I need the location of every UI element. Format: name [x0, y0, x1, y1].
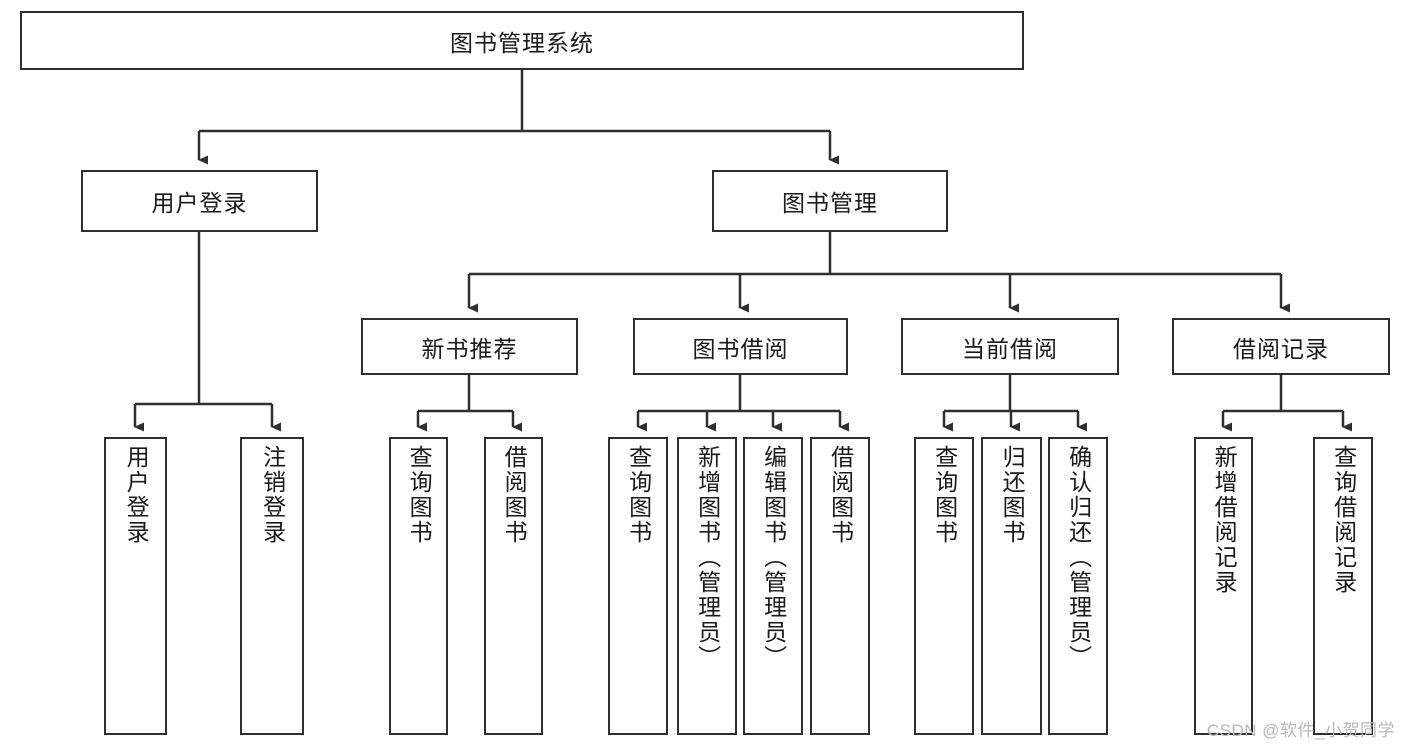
node-label-leaf-return-book: 归还图书	[999, 445, 1026, 545]
node-label-leaf-edit-book: 编辑图书（管理员）	[760, 445, 787, 670]
node-label-user-login: 用户登录	[151, 190, 248, 216]
node-label-leaf-borrow-book-2: 借阅图书	[827, 445, 854, 545]
node-leaf-user-login[interactable]: 用户登录	[104, 437, 167, 735]
node-borrow-record[interactable]: 借阅记录	[1172, 318, 1390, 375]
node-leaf-add-book[interactable]: 新增图书（管理员）	[677, 437, 737, 735]
node-label-leaf-query-book-1: 查询图书	[406, 445, 433, 545]
node-label-leaf-user-login: 用户登录	[123, 445, 150, 545]
node-root[interactable]: 图书管理系统	[20, 11, 1024, 70]
node-leaf-add-record[interactable]: 新增借阅记录	[1194, 437, 1253, 735]
node-label-leaf-add-record: 新增借阅记录	[1211, 445, 1238, 595]
node-current-borrow[interactable]: 当前借阅	[901, 318, 1119, 375]
node-label-leaf-query-book-3: 查询图书	[931, 445, 958, 545]
node-label-current-borrow: 当前借阅	[962, 335, 1058, 362]
node-leaf-edit-book[interactable]: 编辑图书（管理员）	[743, 437, 803, 735]
node-leaf-logout[interactable]: 注销登录	[240, 437, 304, 735]
node-book-management[interactable]: 图书管理	[712, 170, 948, 232]
node-leaf-borrow-book-2[interactable]: 借阅图书	[810, 437, 870, 735]
node-label-new-book-recommend: 新书推荐	[421, 335, 518, 362]
node-label-book-management: 图书管理	[782, 190, 878, 216]
node-new-book-recommend[interactable]: 新书推荐	[361, 318, 578, 375]
node-label-leaf-borrow-book-1: 借阅图书	[501, 445, 528, 545]
node-label-leaf-logout: 注销登录	[259, 445, 286, 545]
node-leaf-query-book-1[interactable]: 查询图书	[389, 437, 448, 735]
node-leaf-query-book-3[interactable]: 查询图书	[914, 437, 974, 735]
node-leaf-borrow-book-1[interactable]: 借阅图书	[484, 437, 543, 735]
node-leaf-query-book-2[interactable]: 查询图书	[608, 437, 668, 735]
node-leaf-confirm-return[interactable]: 确认归还（管理员）	[1048, 437, 1108, 735]
node-book-borrow[interactable]: 图书借阅	[633, 318, 848, 375]
node-label-book-borrow: 图书借阅	[692, 335, 789, 362]
node-label-leaf-confirm-return: 确认归还（管理员）	[1065, 445, 1092, 670]
node-label-leaf-query-book-2: 查询图书	[625, 445, 652, 545]
node-user-login[interactable]: 用户登录	[81, 170, 318, 232]
node-label-borrow-record: 借阅记录	[1233, 335, 1329, 362]
watermark-text: CSDN @软件_小贺同学	[1206, 721, 1395, 740]
node-label-root: 图书管理系统	[450, 29, 594, 56]
node-label-leaf-query-record: 查询借阅记录	[1330, 445, 1357, 595]
node-leaf-return-book[interactable]: 归还图书	[981, 437, 1042, 735]
node-leaf-query-record[interactable]: 查询借阅记录	[1313, 437, 1373, 735]
node-label-leaf-add-book: 新增图书（管理员）	[694, 445, 721, 670]
